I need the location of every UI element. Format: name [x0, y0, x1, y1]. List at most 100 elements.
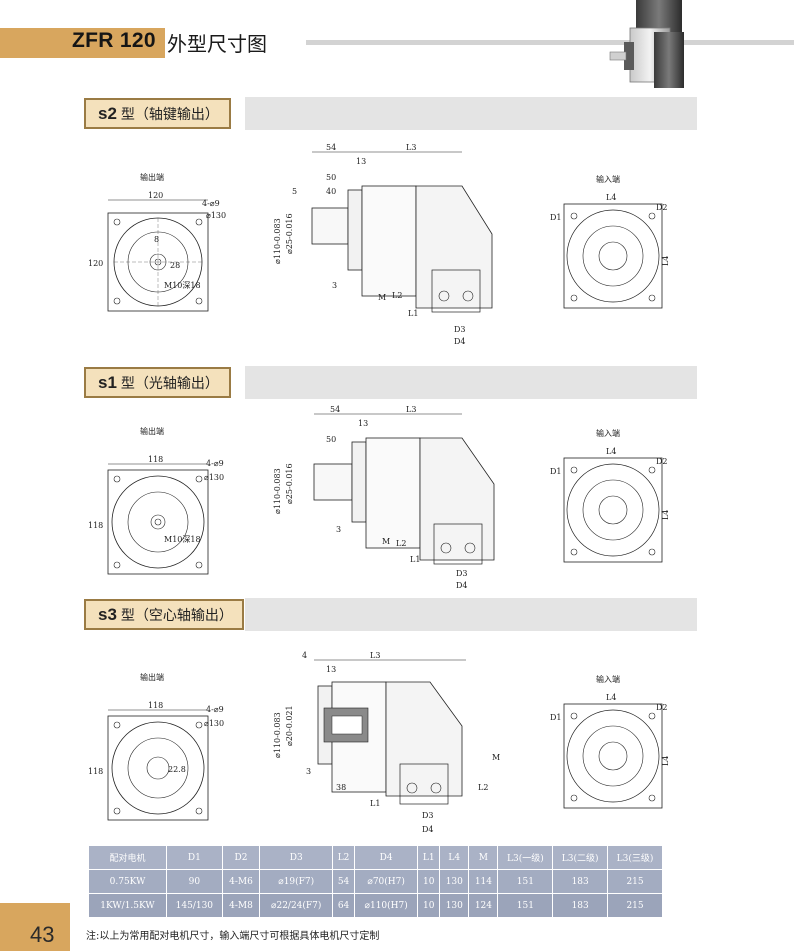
table-cell: 90 — [166, 869, 223, 894]
s3-side-view: 4 L3 13 ⌀110-0.083 ⌀20-0.021 3 38 M L2 L… — [273, 651, 500, 834]
gearbox-product-image — [609, 0, 684, 88]
dim-D1: D1 — [550, 467, 562, 476]
dim-dia110: ⌀110-0.083 — [273, 218, 282, 264]
table-cell: 4-M6 — [221, 869, 261, 894]
dim-L4-vertical: L4 — [661, 256, 670, 266]
dim-dia25: ⌀25-0.016 — [285, 213, 294, 254]
table-cell: 1KW/1.5KW — [88, 893, 167, 918]
dim-L4-vertical: L4 — [661, 510, 670, 520]
section-code: s1 — [98, 372, 117, 392]
section-label: 型（空心轴输出） — [120, 607, 233, 624]
header-accent-bar — [0, 28, 165, 58]
s1-input-end-view: 输入端 L4 D1 D2 L4 — [550, 428, 670, 563]
table-cell: 124 — [468, 893, 499, 918]
dim-3: 3 — [332, 281, 337, 290]
table-header-cell: L3(二级) — [552, 845, 609, 870]
dim-M: M — [378, 293, 386, 302]
section-tag-s2: s2 型（轴键输出） — [84, 98, 231, 129]
dim-L2: L2 — [392, 291, 402, 300]
section-label: 型（轴键输出） — [120, 106, 219, 123]
dim-L4: L4 — [606, 447, 616, 456]
dim-54: 54 — [326, 143, 336, 152]
s3-input-end-view: 输入端 L4 D1 D2 L4 — [550, 674, 670, 809]
table-header-cell: L3(一级) — [497, 845, 554, 870]
dim-50: 50 — [326, 435, 336, 444]
dim-3: 3 — [306, 767, 311, 776]
table-header-cell: D4 — [353, 845, 419, 870]
table-header-cell: L2 — [332, 845, 355, 870]
table-cell: ⌀19(F7) — [259, 869, 334, 894]
input-end-label: 输入端 — [596, 174, 620, 184]
table-cell: 145/130 — [166, 893, 223, 918]
page-number-tab — [0, 903, 70, 951]
s2-output-end-view: 输出端 120 4-⌀9 ⌀130 8 28 120 M10深18 — [88, 172, 226, 312]
input-end-label: 输入端 — [596, 428, 620, 438]
dim-flange-width: 118 — [148, 455, 163, 464]
dim-height: 120 — [88, 259, 103, 268]
table-header-cell: 配对电机 — [88, 845, 167, 870]
table-cell: 183 — [552, 893, 609, 918]
table-cell: 4-M8 — [221, 893, 261, 918]
dim-L1: L1 — [408, 309, 418, 318]
dim-height: 118 — [88, 521, 103, 530]
table-cell: 0.75KW — [88, 869, 167, 894]
table-header-cell: D3 — [259, 845, 334, 870]
table-cell: ⌀110(H7) — [353, 893, 419, 918]
dim-54: 54 — [330, 405, 340, 414]
section-tag-s1: s1 型（光轴输出） — [84, 367, 231, 398]
table-row: 0.75KW 90 4-M6 ⌀19(F7) 54 ⌀70(H7) 10 130… — [88, 869, 663, 894]
s1-side-view: 54 L3 13 50 ⌀110-0.083 ⌀25-0.016 3 M L2 … — [273, 405, 495, 590]
dim-L4-vertical: L4 — [661, 756, 670, 766]
table-cell: 215 — [607, 869, 663, 894]
table-cell: 10 — [417, 869, 441, 894]
dim-L2: L2 — [396, 539, 406, 548]
dim-13: 13 — [356, 157, 366, 166]
output-end-label: 输出端 — [140, 672, 164, 682]
table-cell: 114 — [468, 869, 499, 894]
dim-dia20: ⌀20-0.021 — [285, 705, 294, 746]
dim-3: 3 — [336, 525, 341, 534]
dim-key-height: 28 — [170, 261, 180, 270]
page-number: 43 — [30, 922, 55, 947]
dim-key-width: 8 — [154, 235, 159, 244]
table-cell: 151 — [497, 893, 554, 918]
table-cell: 151 — [497, 869, 554, 894]
table-header-cell: L3(三级) — [607, 845, 663, 870]
dim-38: 38 — [336, 783, 346, 792]
page-title: 外型尺寸图 — [167, 32, 267, 56]
table-row: 1KW/1.5KW 145/130 4-M8 ⌀22/24(F7) 64 ⌀11… — [88, 893, 663, 918]
input-end-label: 输入端 — [596, 674, 620, 684]
dim-13: 13 — [326, 665, 336, 674]
dim-L4: L4 — [606, 693, 616, 702]
table-cell: 10 — [417, 893, 441, 918]
dim-D3: D3 — [456, 569, 468, 578]
s3-output-end-view: 输出端 118 4-⌀9 ⌀130 118 22.8 — [88, 672, 224, 821]
section-code: s3 — [98, 604, 117, 624]
dim-D4: D4 — [456, 581, 468, 590]
spec-table: 配对电机 D1 D2 D3 L2 D4 L1 L4 M L3(一级) L3(二级… — [88, 845, 663, 918]
table-cell: ⌀22/24(F7) — [259, 893, 334, 918]
section-tag-s3: s3 型（空心轴输出） — [84, 599, 244, 630]
dim-L3: L3 — [406, 143, 416, 152]
footnote: 注:以上为常用配对电机尺寸，输入端尺寸可根据具体电机尺寸定制 — [86, 931, 380, 942]
dim-D4: D4 — [422, 825, 434, 834]
table-cell: 54 — [332, 869, 355, 894]
dim-40: 40 — [326, 187, 336, 196]
dim-tap: M10深18 — [164, 281, 201, 290]
output-end-label: 输出端 — [140, 426, 164, 436]
dim-50: 50 — [326, 173, 336, 182]
dim-M: M — [492, 753, 500, 762]
dim-bolt: 4-⌀9 — [206, 459, 224, 468]
table-cell: 215 — [607, 893, 663, 918]
dim-D3: D3 — [422, 811, 434, 820]
dim-height: 118 — [88, 767, 103, 776]
dim-L3: L3 — [406, 405, 416, 414]
output-end-label: 输出端 — [140, 172, 164, 182]
table-header-row: 配对电机 D1 D2 D3 L2 D4 L1 L4 M L3(一级) L3(二级… — [88, 845, 663, 870]
dim-pcd: ⌀130 — [204, 473, 224, 482]
table-cell: ⌀70(H7) — [353, 869, 419, 894]
section-label: 型（光轴输出） — [120, 375, 219, 392]
dim-L1: L1 — [410, 555, 420, 564]
table-header-cell: L1 — [417, 845, 441, 870]
dim-4: 4 — [302, 651, 307, 660]
